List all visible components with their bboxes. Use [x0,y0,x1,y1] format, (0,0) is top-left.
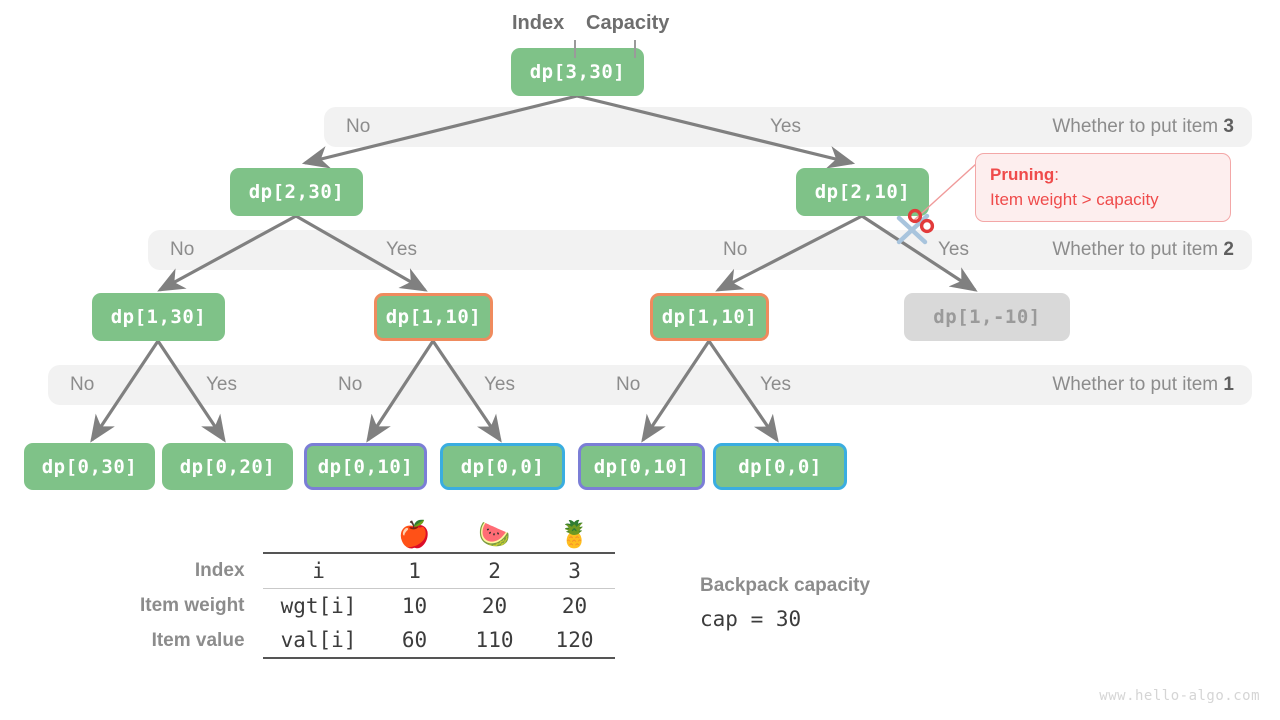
index-label: Index [512,12,565,34]
weight-key-cell: wgt[i] [280,594,357,618]
band1-choice-no-2: No [338,374,363,395]
weight-row-header: Item weight [140,594,245,616]
node-dp-1-10-left[interactable]: dp[1,10] [374,293,493,341]
band-item-3: No Yes Whether to put item 3 [324,107,1252,147]
band2-choice-no-1: No [170,239,195,260]
backpack-capacity-note: Backpack capacity cap = 30 [700,575,870,631]
band1-choice-yes-2: Yes [484,374,515,395]
weight-value-3: 20 [561,594,588,618]
index-value-2: 2 [454,552,535,589]
band2-title-num: 2 [1223,239,1234,260]
capacity-tick-line [634,40,636,58]
band1-choice-no-3: No [616,374,641,395]
pruning-heading-text: Pruning [990,165,1055,184]
band2-title-text: Whether to put item [1052,239,1224,260]
index-tick-line [574,40,576,58]
band3-title-text: Whether to put item [1052,116,1224,137]
node-dp-1-neg10-pruned[interactable]: dp[1,-10] [904,293,1070,341]
pruning-callout-reason: Item weight > capacity [990,189,1159,209]
pruning-heading-colon: : [1054,165,1059,184]
pruning-callout: Pruning: Item weight > capacity [975,153,1231,223]
band3-title-num: 3 [1223,116,1234,137]
watermark: www.hello-algo.com [1099,688,1260,704]
node-dp-1-30[interactable]: dp[1,30] [92,293,225,341]
pruning-callout-heading: Pruning: [990,163,1216,188]
node-dp-3-30[interactable]: dp[3,30] [511,48,644,96]
apple-icon: 🍎 [398,520,431,550]
band1-title-text: Whether to put item [1052,374,1224,395]
value-value-3: 120 [534,623,615,659]
value-value-1: 60 [374,623,455,659]
callout-leader-line [911,163,977,223]
index-value-1: 1 [374,552,455,589]
node-dp-0-0-left[interactable]: dp[0,0] [440,443,565,490]
node-dp-1-10-right[interactable]: dp[1,10] [650,293,769,341]
band2-title: Whether to put item 2 [1052,239,1234,261]
node-dp-0-0-right[interactable]: dp[0,0] [713,443,847,490]
capacity-note-title: Backpack capacity [700,575,871,596]
band2-choice-yes-1: Yes [386,239,417,260]
band2-choice-no-2: No [723,239,748,260]
node-dp-2-10[interactable]: dp[2,10] [796,168,929,216]
index-value-3: 3 [534,552,615,589]
table-row-index: Index i 1 2 3 [140,552,615,589]
value-key-cell: val[i] [262,623,375,659]
weight-value-2: 20 [481,594,508,618]
node-dp-0-10-right[interactable]: dp[0,10] [578,443,705,490]
watermelon-icon: 🍉 [478,520,511,550]
item-spec-table-wrap: 🍎 🍉 🍍 Index i 1 2 3 Item weight wgt[i] 1… [0,505,1280,720]
value-value-2: 110 [454,623,535,659]
index-key-cell: i [262,552,375,589]
node-dp-0-20[interactable]: dp[0,20] [162,443,293,490]
band1-title: Whether to put item 1 [1052,374,1234,396]
node-dp-2-30[interactable]: dp[2,30] [230,168,363,216]
band2-choice-yes-2: Yes [938,239,969,260]
band1-title-num: 1 [1223,374,1234,395]
index-row-header: Index [194,559,245,581]
weight-value-1: 10 [401,594,428,618]
scissors-icon [896,208,935,245]
node-dp-0-10-left[interactable]: dp[0,10] [304,443,427,490]
value-row-header: Item value [151,629,245,651]
band1-choice-yes-1: Yes [206,374,237,395]
capacity-label: Capacity [586,12,670,34]
capacity-note-expression: cap = 30 [700,607,802,631]
band1-choice-yes-3: Yes [760,374,791,395]
table-row-weight: Item weight wgt[i] 10 20 20 [140,589,615,624]
band3-choice-yes: Yes [770,116,801,137]
icons-row-header [140,515,263,553]
band3-title: Whether to put item 3 [1052,116,1234,138]
table-row-value: Item value val[i] 60 110 120 [140,623,615,659]
band-item-1: No Yes No Yes No Yes Whether to put item… [48,365,1252,405]
item-spec-table: 🍎 🍉 🍍 Index i 1 2 3 Item weight wgt[i] 1… [140,515,615,659]
node-dp-0-30[interactable]: dp[0,30] [24,443,155,490]
band3-choice-no: No [346,116,371,137]
band1-choice-no-1: No [70,374,95,395]
icons-key-cell [263,515,375,553]
pineapple-icon: 🍍 [558,520,591,550]
table-row-icons: 🍎 🍉 🍍 [140,515,615,553]
